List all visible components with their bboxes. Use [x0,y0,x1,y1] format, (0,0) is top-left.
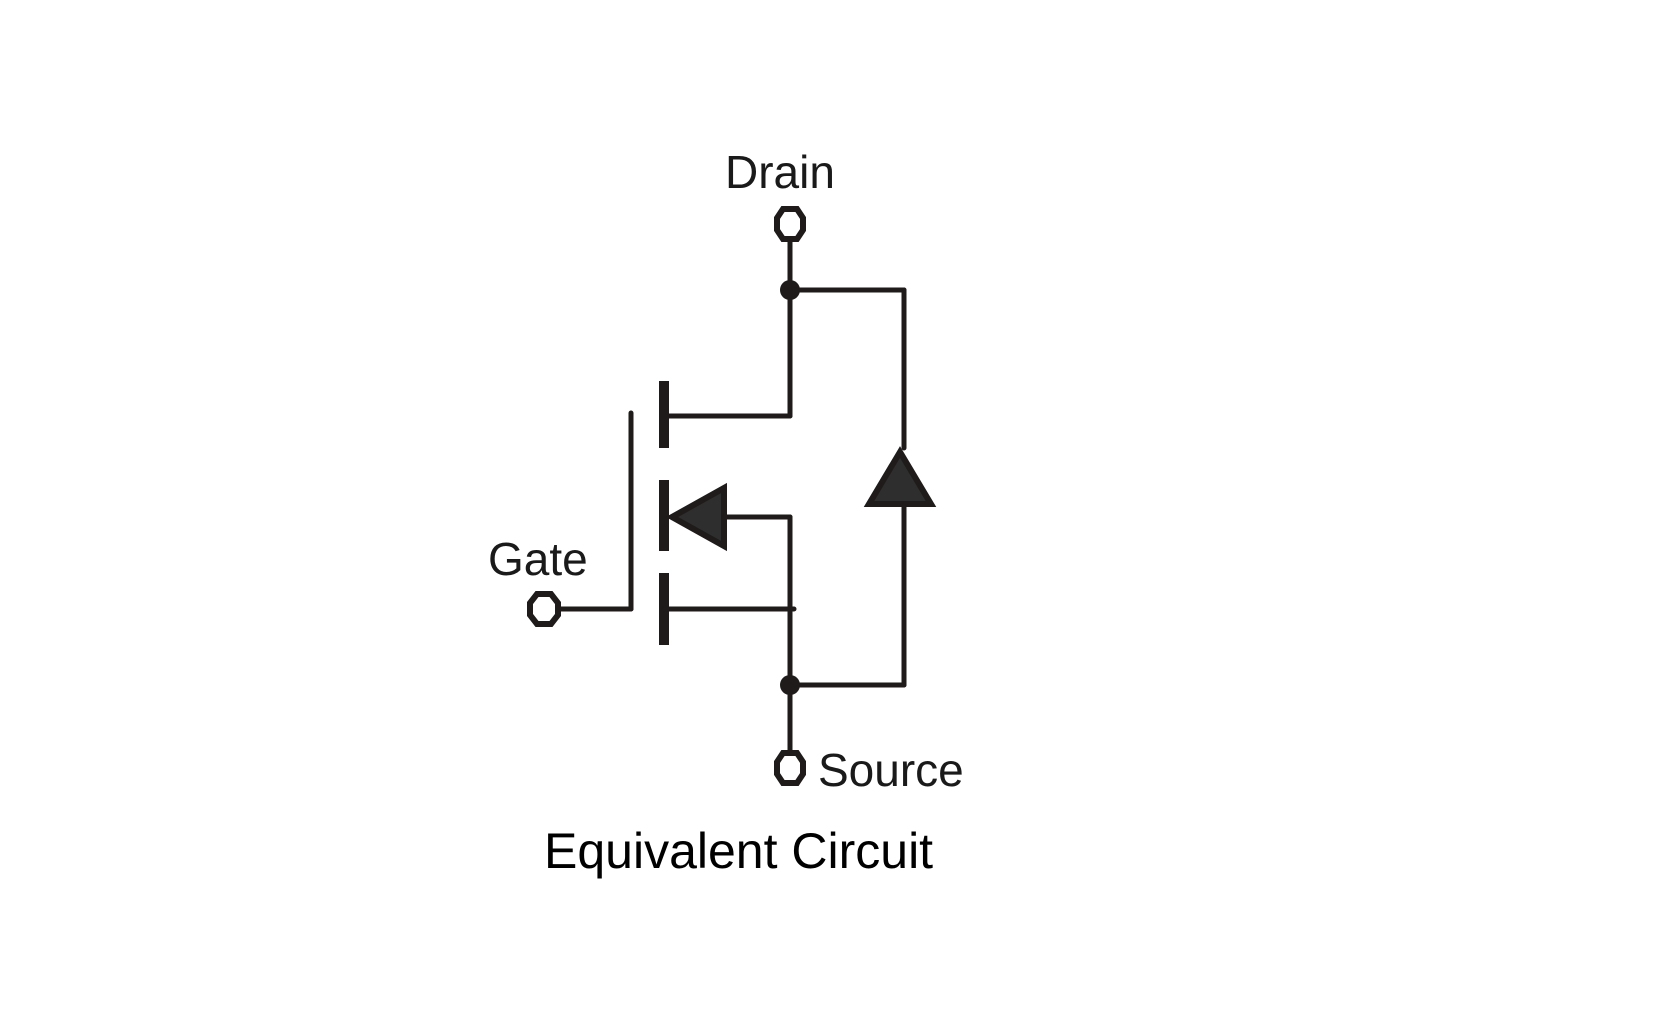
channel-segment-body [659,480,669,551]
source-label: Source [818,744,964,796]
channel-segment-drain [659,381,669,448]
gate-terminal-icon [527,591,561,627]
drain-label: Drain [725,146,835,198]
body-arrow-icon [665,482,727,552]
drain-terminal-icon [774,206,806,242]
body-diode-icon [863,446,937,507]
gate-label: Gate [488,533,588,585]
diagram-caption: Equivalent Circuit [544,823,933,879]
source-terminal-icon [774,750,806,786]
